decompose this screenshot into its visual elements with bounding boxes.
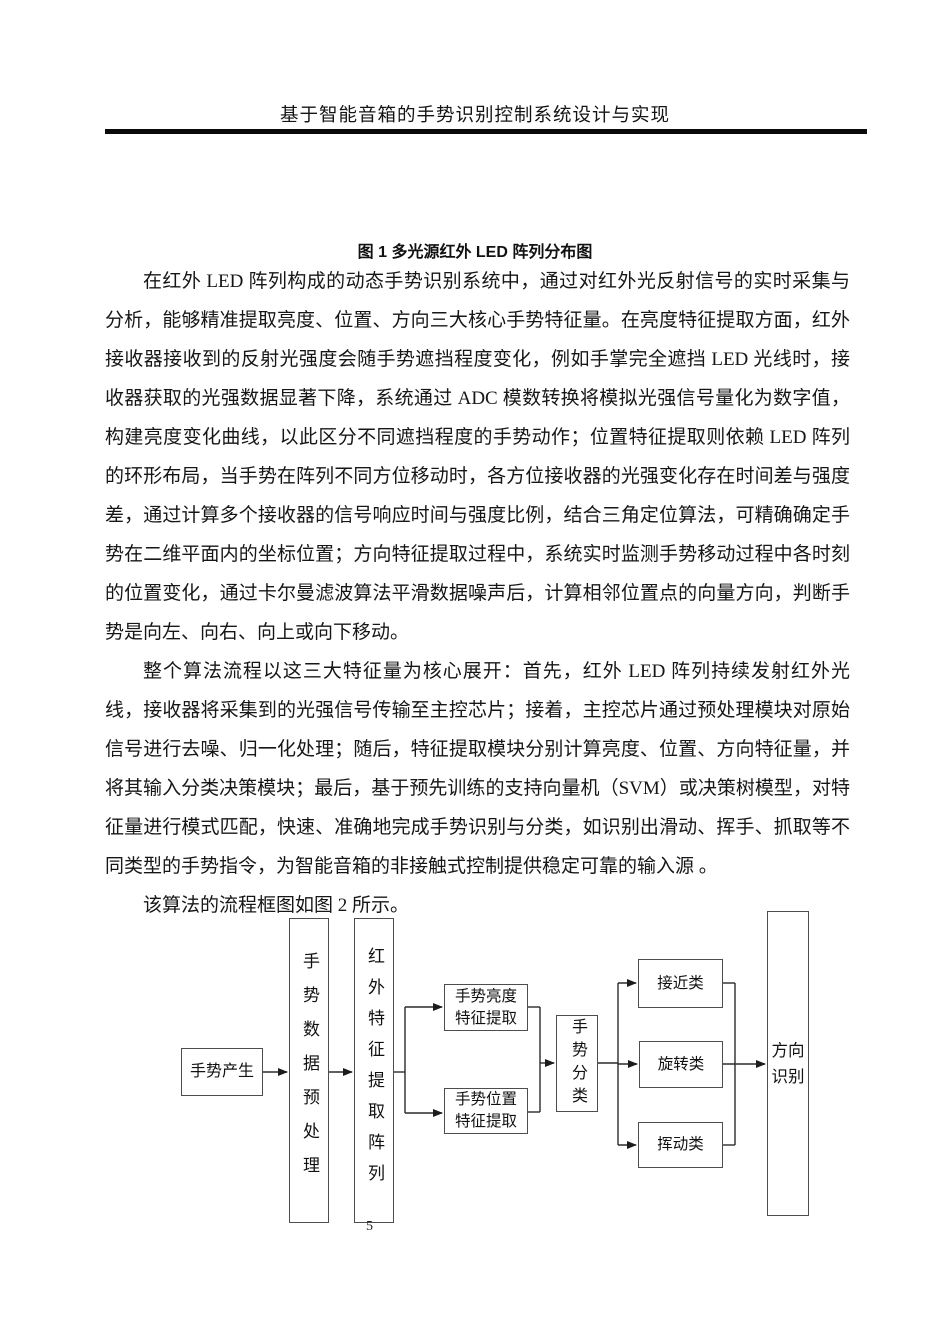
paragraph-algorithm-flow: 整个算法流程以这三大特征量为核心展开：首先，红外 LED 阵列持续发射红外光线，… (105, 661, 850, 877)
flow-node-rotation-class: 旋转类 (639, 1041, 723, 1088)
figure1-caption: 图 1 多光源红外 LED 阵列分布图 (357, 244, 593, 261)
flow-node-approach-class: 接近类 (638, 959, 723, 1008)
flow-node-data-preprocessing: 手势数据预处理 (289, 918, 329, 1223)
flow-node-label: 挥动类 (657, 1136, 704, 1153)
paragraph-feature-extraction: 在红外 LED 阵列构成的动态手势识别系统中，通过对红外光反射信号的实时采集与分… (105, 271, 850, 643)
flow-node-brightness-feature: 手势亮度特征提取 (444, 984, 528, 1031)
body-text-block: 在红外 LED 阵列构成的动态手势识别系统中，通过对红外光反射信号的实时采集与分… (105, 262, 850, 925)
header-title: 基于智能音箱的手势识别控制系统设计与实现 (279, 106, 670, 126)
flow-node-label: 红外特征提取阵列 (365, 946, 384, 1195)
flow-node-label: 手势数据预处理 (300, 951, 319, 1190)
flow-node-label: 方向识别 (771, 1040, 805, 1086)
page-number: 5 (366, 1219, 373, 1234)
flow-node-wave-class: 挥动类 (638, 1122, 723, 1168)
flow-node-label: 接近类 (657, 974, 704, 992)
flow-node-gesture-generation: 手势产生 (181, 1048, 263, 1096)
header-divider-rule (105, 129, 867, 134)
flow-node-label: 手势产生 (189, 1063, 254, 1080)
flow-node-label: 手势分类 (569, 1017, 586, 1110)
flow-node-position-feature: 手势位置特征提取 (444, 1088, 528, 1134)
paragraph-figure2-reference: 该算法的流程框图如图 2 所示。 (143, 895, 410, 916)
flow-node-label: 旋转类 (657, 1055, 705, 1073)
flow-node-label: 手势位置特征提取 (454, 1091, 517, 1130)
flow-node-direction-recognition: 方向识别 (767, 911, 809, 1216)
flow-node-ir-feature-array: 红外特征提取阵列 (354, 918, 394, 1223)
flow-node-gesture-classification: 手势分类 (556, 1015, 598, 1112)
flow-node-label: 手势亮度特征提取 (454, 987, 517, 1027)
